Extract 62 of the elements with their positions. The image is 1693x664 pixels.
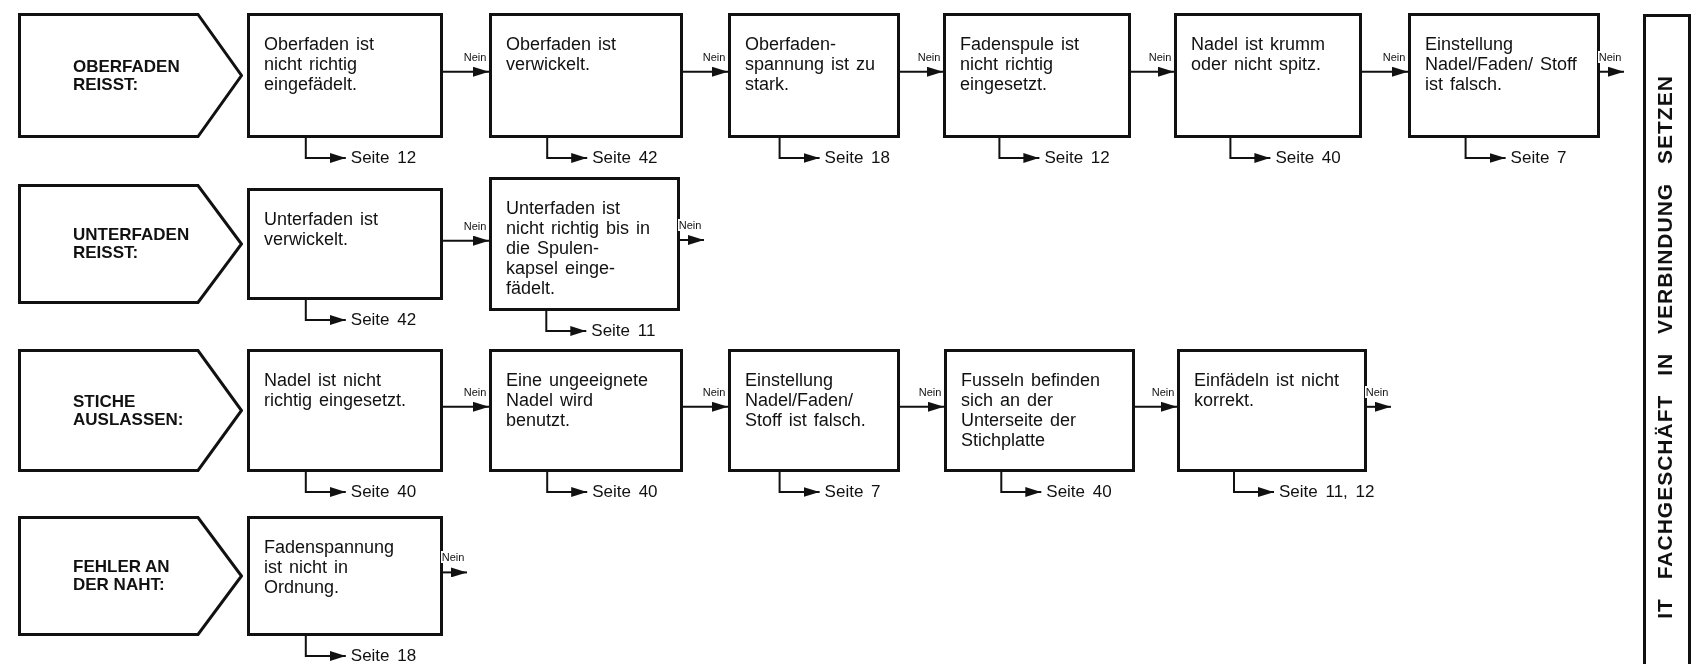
- edge-label: Nein: [462, 50, 488, 63]
- cause-text: Einfädeln ist nicht korrekt.: [1194, 370, 1341, 410]
- cause-text: Unterfaden ist nicht richtig bis in die Spulen- kapsel einge- fädelt.: [506, 198, 652, 298]
- page-reference: Seite 11, 12: [1274, 482, 1375, 502]
- edge-label: Nein: [1381, 50, 1407, 63]
- cause-box: [247, 516, 443, 636]
- edge-label: Nein: [916, 50, 942, 63]
- problem-heading: STICHE AUSLASSEN:: [73, 392, 185, 429]
- cause-text: Fusseln befinden sich an der Unterseite der Stichplatte: [961, 370, 1102, 450]
- edge-label: Nein: [701, 50, 727, 63]
- edge-label: Nein: [462, 385, 488, 398]
- problem-heading: FEHLER AN DER NAHT:: [73, 558, 171, 594]
- problem-heading: UNTERFADEN REISST:: [73, 226, 191, 262]
- cause-text: Fadenspule ist nicht richtig eingesetzt.: [960, 34, 1081, 94]
- edge-label: Nein: [677, 218, 703, 231]
- cause-text: Fadenspannung ist nicht in Ordnung.: [264, 537, 396, 597]
- note-panel: [1643, 14, 1691, 664]
- page-reference: Seite 40: [1270, 148, 1341, 168]
- edge-label: Nein: [701, 385, 727, 398]
- page-reference: Seite 40: [345, 482, 417, 502]
- cause-text: Oberfaden- spannung ist zu stark.: [745, 34, 877, 94]
- cause-box: [943, 13, 1131, 138]
- edge-label: Nein: [1150, 385, 1176, 398]
- page-reference: Seite 7: [819, 482, 881, 502]
- page-reference: Seite 40: [1041, 482, 1112, 502]
- cause-text: Nadel ist krumm oder nicht spitz.: [1191, 34, 1327, 74]
- cause-box: [489, 349, 683, 472]
- page-reference: Seite 7: [1505, 148, 1567, 168]
- cause-box: [247, 349, 443, 472]
- cause-box: [1174, 13, 1362, 138]
- cause-box: [247, 188, 443, 300]
- cause-box: [728, 349, 900, 472]
- cause-box: [728, 13, 900, 138]
- cause-box: [489, 177, 680, 311]
- cause-box: [1177, 349, 1367, 472]
- cause-box: [1408, 13, 1600, 138]
- cause-text: Einstellung Nadel/Faden/ Stoff ist falsch.: [745, 370, 867, 430]
- cause-text: Unterfaden ist verwickelt.: [264, 209, 380, 249]
- page-reference: Seite 42: [345, 310, 417, 330]
- page-reference: Seite 18: [345, 646, 417, 664]
- page-reference: Seite 12: [345, 148, 417, 168]
- edge-label: Nein: [440, 551, 466, 564]
- problem-heading: OBERFADEN REISST:: [73, 57, 181, 94]
- page-reference: Seite 18: [819, 148, 890, 168]
- edge-label: Nein: [1364, 385, 1390, 398]
- cause-text: Nadel ist nicht richtig eingesetzt.: [264, 370, 408, 410]
- cause-box: [489, 13, 683, 138]
- cause-text: Oberfaden ist verwickelt.: [506, 34, 618, 74]
- cause-text: Eine ungeeignete Nadel wird benutzt.: [506, 370, 650, 430]
- page-reference: Seite 40: [587, 482, 658, 502]
- vertical-note: IT FACHGESCHÄFT IN VERBINDUNG SETZEN: [1652, 74, 1677, 621]
- edge-label: Nein: [462, 219, 488, 232]
- page-reference: Seite 42: [587, 148, 658, 168]
- page-reference: Seite 12: [1039, 148, 1110, 168]
- edge-label: Nein: [1147, 50, 1173, 63]
- cause-box: [247, 13, 443, 138]
- cause-text: Oberfaden ist nicht richtig eingefädelt.: [264, 34, 376, 94]
- edge-label: Nein: [917, 385, 943, 398]
- page-reference: Seite 11: [586, 321, 656, 341]
- cause-text: Einstellung Nadel/Faden/ Stoff ist falsch.: [1425, 34, 1577, 94]
- edge-label: Nein: [1597, 50, 1623, 63]
- cause-box: [944, 349, 1135, 472]
